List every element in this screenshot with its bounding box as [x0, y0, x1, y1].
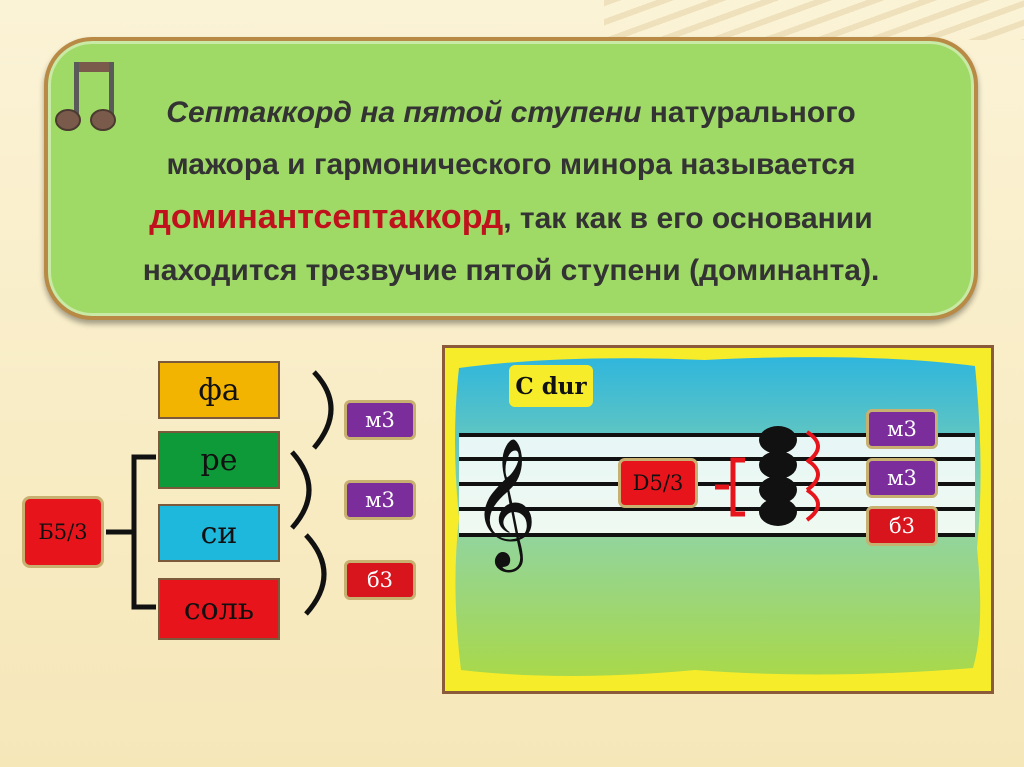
definition-italic-lead: Септаккорд на пятой ступени: [166, 96, 642, 129]
triad-label-d53: D5/3: [618, 458, 698, 508]
definition-line1-rest: натурального: [649, 96, 856, 129]
staff-graphic: 𝄞: [455, 357, 981, 676]
staff-panel: 𝄞 C dur D5/3 м3 м3 б3: [442, 345, 994, 694]
definition-line4: находится трезвучие пятой ступени (домин…: [142, 254, 880, 287]
treble-clef-icon: 𝄞: [471, 437, 537, 573]
definition-text: Септаккорд на пятой ступени натурального…: [48, 87, 974, 297]
note-re: ре: [158, 431, 280, 489]
left-interval-1: м3: [344, 400, 416, 440]
note-si: си: [158, 504, 280, 562]
note-fa: фа: [158, 361, 280, 419]
left-interval-3: б3: [344, 560, 416, 600]
definition-line3-rest: , так как в его основании: [503, 202, 873, 235]
definition-box: Септаккорд на пятой ступени натурального…: [44, 37, 978, 320]
staff-interval-3: б3: [866, 506, 938, 546]
staff-interval-1: м3: [866, 409, 938, 449]
decorative-stripe: [604, 0, 1024, 40]
key-label: C dur: [509, 365, 593, 407]
staff-interval-2: м3: [866, 458, 938, 498]
chord-brackets: [106, 370, 334, 616]
definition-highlight: доминантсептаккорд: [149, 198, 504, 236]
music-note-icon: [55, 62, 116, 131]
left-interval-2: м3: [344, 480, 416, 520]
chord-label-b53: Б5/3: [22, 496, 104, 568]
definition-line2: мажора и гармонического минора называетс…: [166, 148, 856, 181]
note-sol: соль: [158, 578, 280, 640]
